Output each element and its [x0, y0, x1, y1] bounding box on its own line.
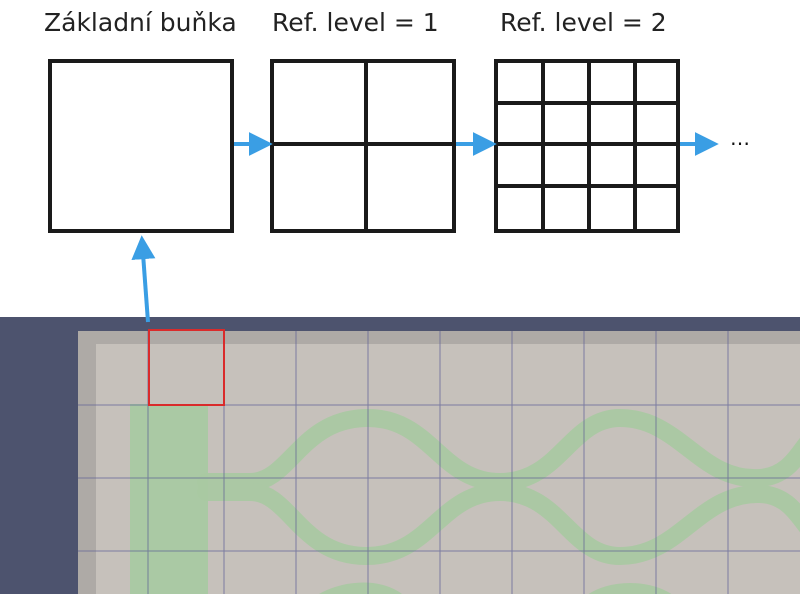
- continuation-ellipsis: …: [730, 126, 750, 150]
- base-cell-label: Základní buňka: [44, 8, 237, 37]
- ref-level-1-cell: [270, 59, 456, 233]
- ref-level-1-label: Ref. level = 1: [272, 8, 439, 37]
- mesh-view: [0, 317, 800, 594]
- mesh-grid: [78, 331, 800, 594]
- base-cell-highlight: [148, 329, 225, 406]
- base-cell: [48, 59, 234, 233]
- ref-level-2-label: Ref. level = 2: [500, 8, 667, 37]
- ref-level-2-cell: [494, 59, 680, 233]
- inlet-channel: [130, 404, 208, 594]
- arrow-mesh-to-base-cell: [131, 235, 156, 323]
